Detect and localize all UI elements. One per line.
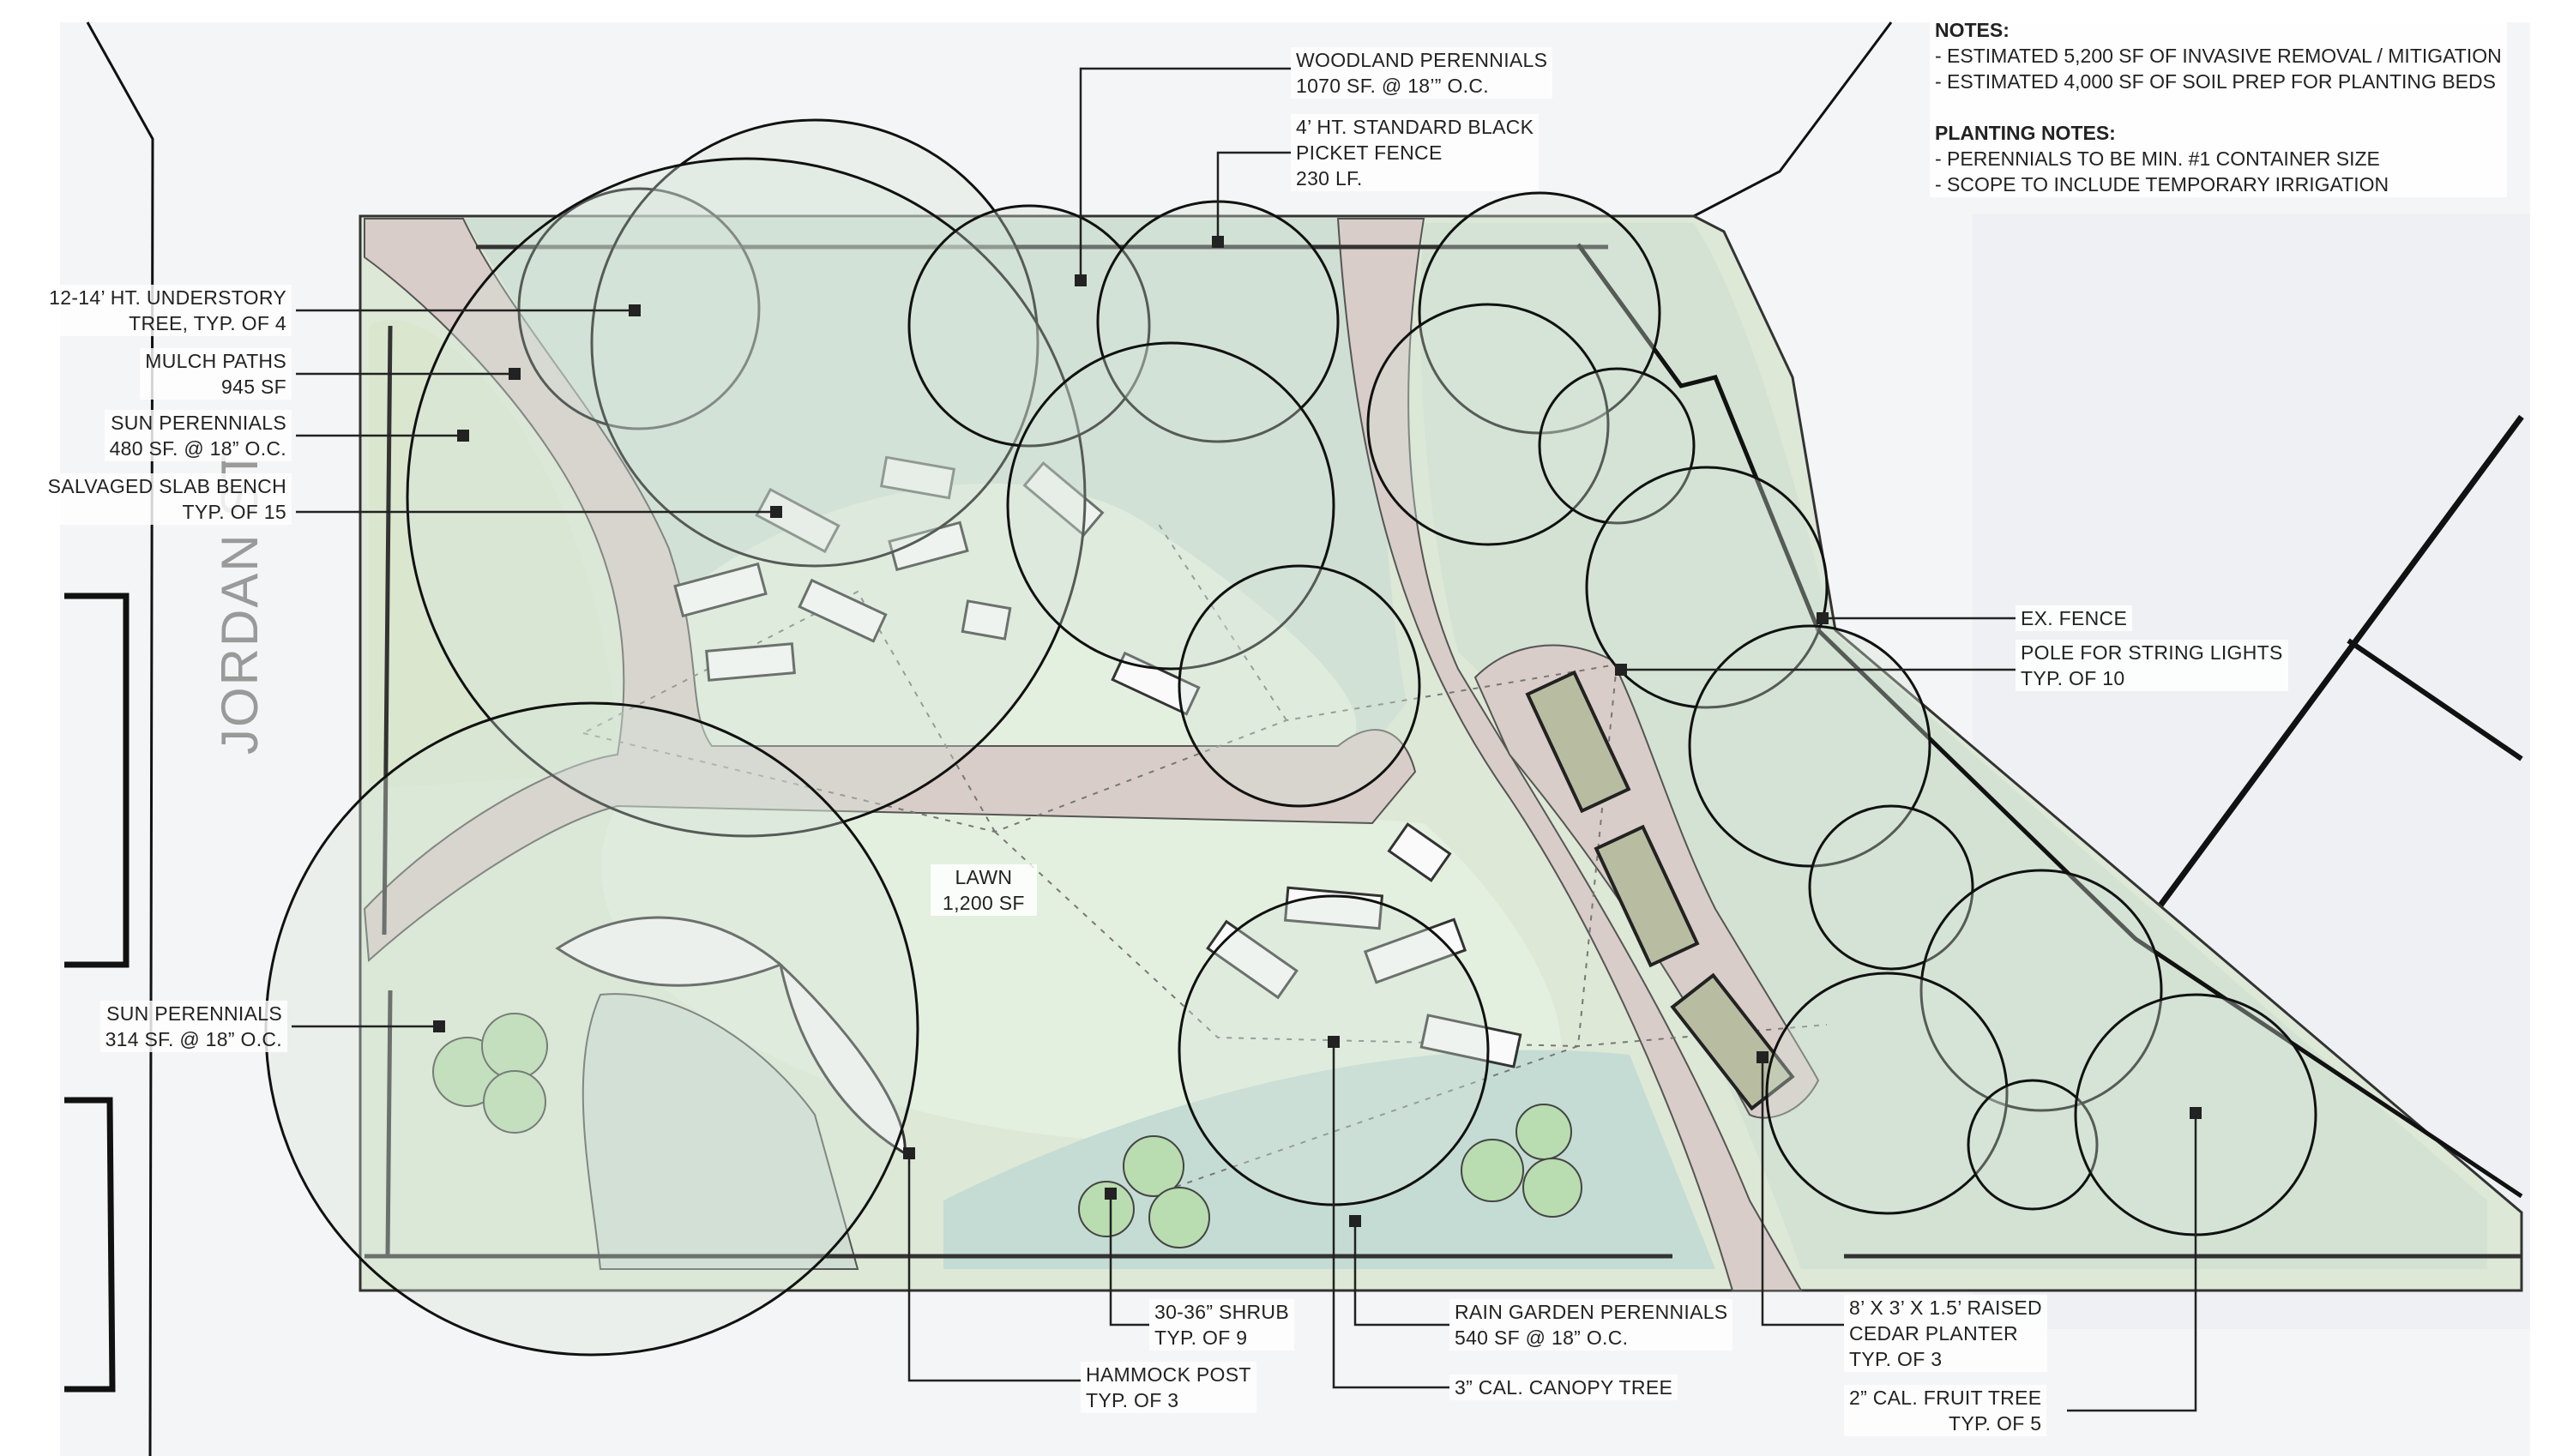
existing-fence [1576, 243, 2523, 1199]
picket-fence [365, 244, 2522, 1259]
string-lights [582, 522, 1828, 1197]
callout-picket-fence: 4’ HT. STANDARD BLACK PICKET FENCE 230 L… [1291, 114, 1540, 191]
hammocks [555, 916, 907, 1156]
property-lines [64, 21, 2524, 1456]
sun-perennials-north-area [369, 319, 618, 789]
callout-string-light-pole: POLE FOR STRING LIGHTS TYP. OF 10 [2016, 640, 2288, 691]
callout-understory-tree: 12-14’ HT. UNDERSTORY TREE, TYP. OF 4 [44, 285, 292, 336]
note-item: - ESTIMATED 5,200 SF OF INVASIVE REMOVAL… [1935, 45, 2502, 67]
shrubs [432, 1013, 1582, 1248]
planting-note-item: - PERENNIALS TO BE MIN. #1 CONTAINER SIZ… [1935, 147, 2380, 170]
lawn-area [681, 483, 1357, 746]
callout-lawn: LAWN 1,200 SF [931, 864, 1037, 916]
leader-endpoints [433, 236, 2202, 1227]
callout-woodland-perennials: WOODLAND PERENNIALS 1070 SF. @ 18’” O.C. [1291, 47, 1553, 99]
rain-garden-area [943, 1050, 1715, 1269]
note-item: - ESTIMATED 4,000 SF OF SOIL PREP FOR PL… [1935, 70, 2496, 93]
callout-mulch-paths: MULCH PATHS 945 SF [140, 348, 292, 400]
callout-slab-bench: SALVAGED SLAB BENCH TYP. OF 15 [42, 473, 292, 525]
leader-lines [292, 67, 2197, 1412]
callout-canopy-tree: 3” CAL. CANOPY TREE [1449, 1375, 1678, 1400]
callout-fruit-tree: 2” CAL. FRUIT TREE TYP. OF 5 [1844, 1385, 2047, 1436]
planting-note-item: - SCOPE TO INCLUDE TEMPORARY IRRIGATION [1935, 173, 2389, 196]
callout-rain-garden: RAIN GARDEN PERENNIALS 540 SF @ 18” O.C. [1449, 1299, 1733, 1351]
callout-hammock-post: HAMMOCK POST TYP. OF 3 [1081, 1362, 1256, 1413]
callout-shrub: 30-36” SHRUB TYP. OF 9 [1149, 1299, 1294, 1351]
planting-notes-title: PLANTING NOTES: [1935, 122, 2116, 144]
tree-canopies [264, 118, 2317, 1357]
notes-title: NOTES: [1935, 19, 2010, 41]
callout-sun-perennials-south: SUN PERENNIALS 314 SF. @ 18” O.C. [99, 1001, 287, 1052]
callout-sun-perennials-north: SUN PERENNIALS 480 SF. @ 18” O.C. [104, 410, 292, 461]
callout-cedar-planter: 8’ X 3’ X 1.5’ RAISED CEDAR PLANTER TYP.… [1844, 1295, 2047, 1372]
callout-ex-fence: EX. FENCE [2016, 605, 2133, 631]
notes-block: NOTES: - ESTIMATED 5,200 SF OF INVASIVE … [1930, 17, 2507, 197]
